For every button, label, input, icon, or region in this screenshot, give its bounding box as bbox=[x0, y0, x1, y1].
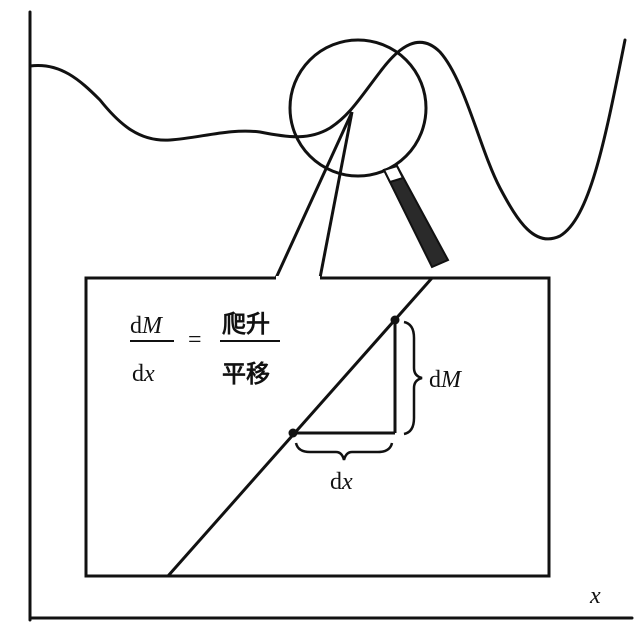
lhs-den-d: d bbox=[132, 361, 144, 387]
lhs-num-var: M bbox=[142, 313, 162, 339]
rise-label-var: M bbox=[441, 367, 461, 393]
run-label: dx bbox=[330, 470, 353, 494]
lhs-den-var: x bbox=[144, 361, 155, 387]
run-label-d: d bbox=[330, 469, 342, 495]
rise-label: dM bbox=[429, 368, 461, 392]
rise-brace bbox=[403, 320, 423, 436]
magnifier-lens bbox=[288, 38, 428, 178]
magnifier-handle bbox=[382, 164, 450, 269]
lhs-denominator: dx bbox=[132, 362, 155, 386]
zoom-box bbox=[84, 276, 551, 578]
equals-sign: = bbox=[188, 327, 202, 353]
lhs-num-d: d bbox=[130, 313, 142, 339]
tangent-line bbox=[166, 277, 434, 577]
rhs-numerator: 爬升 bbox=[222, 310, 270, 338]
rise-label-d: d bbox=[429, 367, 441, 393]
zoom-line-left bbox=[274, 111, 354, 279]
rhs-denominator: 平移 bbox=[222, 360, 270, 388]
zoom-line-right bbox=[318, 111, 354, 279]
point-upper bbox=[390, 315, 400, 325]
lhs-numerator: dM bbox=[130, 314, 162, 338]
function-curve bbox=[28, 38, 627, 241]
run-brace bbox=[294, 442, 394, 461]
run-label-var: x bbox=[342, 469, 353, 495]
x-axis-label: x bbox=[590, 583, 601, 609]
point-lower bbox=[288, 428, 298, 438]
